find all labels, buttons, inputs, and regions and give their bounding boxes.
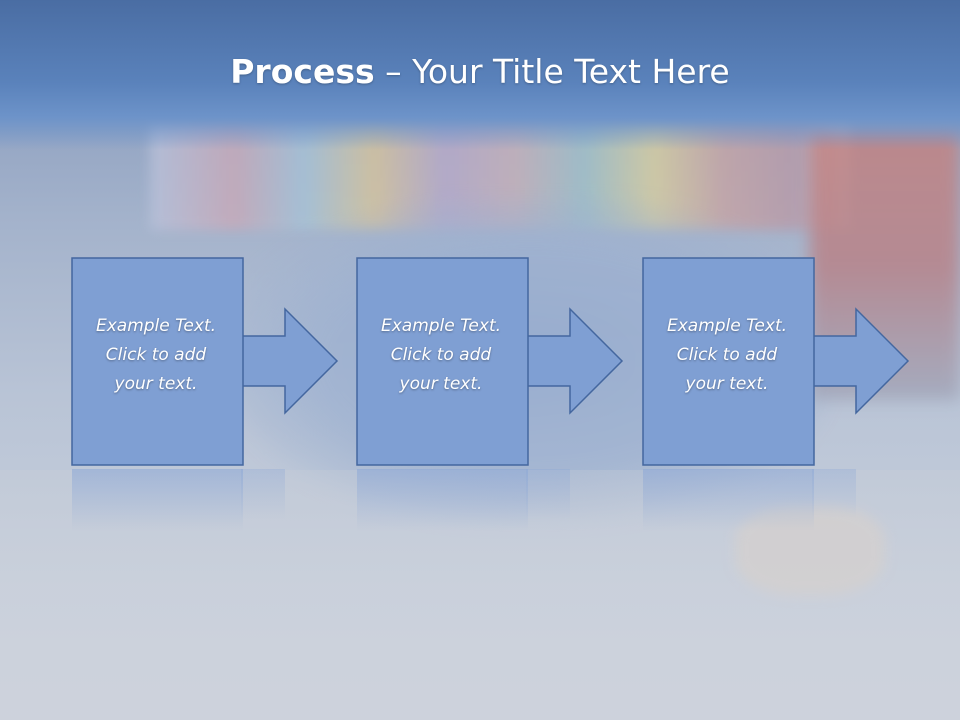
step-3-line3: your text.	[685, 374, 769, 394]
step-text-3[interactable]: Example Text. Click to add your text.	[642, 312, 812, 399]
step-shape-2	[356, 257, 624, 531]
step-2-line1: Example Text.	[380, 316, 502, 336]
step-1-line3: your text.	[114, 374, 198, 394]
step-shape-1	[71, 257, 339, 531]
process-step-3[interactable]: Example Text. Click to add your text.	[642, 257, 942, 547]
title-band	[0, 0, 960, 150]
step-1-line1: Example Text.	[95, 316, 217, 336]
step-3-line1: Example Text.	[666, 316, 788, 336]
step-text-1[interactable]: Example Text. Click to add your text.	[71, 312, 241, 399]
title-rest: – Your Title Text Here	[374, 52, 730, 91]
title-bold: Process	[230, 52, 375, 91]
process-step-1[interactable]: Example Text. Click to add your text.	[71, 257, 411, 547]
step-1-line2: Click to add	[105, 345, 207, 365]
step-shape-3	[642, 257, 910, 531]
process-step-2[interactable]: Example Text. Click to add your text.	[356, 257, 696, 547]
step-3-line2: Click to add	[676, 345, 778, 365]
step-text-2[interactable]: Example Text. Click to add your text.	[356, 312, 526, 399]
step-2-line2: Click to add	[390, 345, 492, 365]
slide-title[interactable]: Process – Your Title Text Here	[0, 52, 960, 91]
step-2-line3: your text.	[399, 374, 483, 394]
